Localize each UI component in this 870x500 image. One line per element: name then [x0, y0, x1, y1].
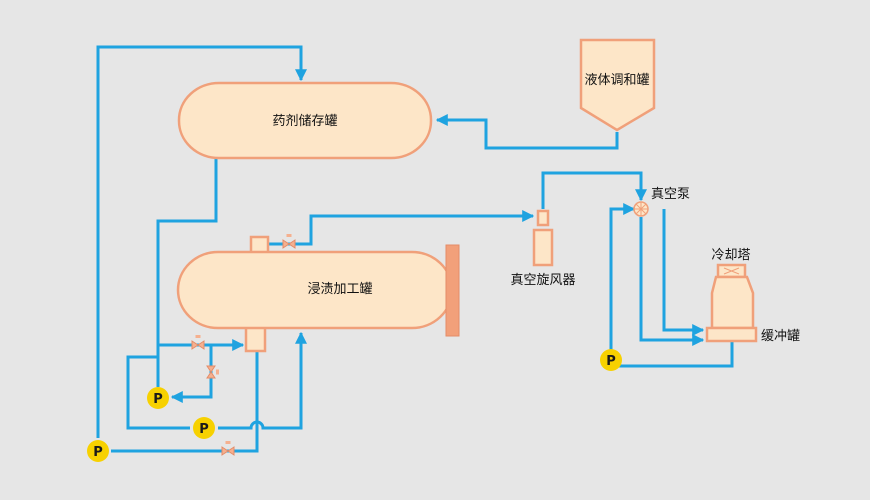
mixing-to-storage-line	[435, 114, 619, 150]
pump-1-icon: P	[147, 387, 169, 409]
buffer-tank-label: 缓冲罐	[761, 329, 800, 344]
pump1-valve-icon	[191, 335, 205, 350]
mixing-tank	[579, 38, 656, 132]
impregnation-tank-flange	[445, 244, 460, 337]
pump-to-buffer-line-b	[662, 209, 705, 336]
vacuum-cyclone-inlet	[536, 209, 550, 227]
storage-outlet-line	[156, 158, 218, 387]
vent-to-cyclone-line	[269, 210, 535, 246]
pump2-loop-line	[126, 355, 190, 430]
cooling-tower-fan-icon	[723, 267, 740, 275]
buffer-tank	[705, 326, 758, 343]
impregnation-tank-label: 浸渍加工罐	[307, 282, 372, 297]
cyclone-to-pump-line	[541, 171, 647, 209]
pump-2-icon: P	[193, 417, 215, 439]
pump-4-label: P	[606, 354, 616, 369]
feed-line-to-storage	[96, 45, 307, 438]
pump1-return-line	[170, 345, 213, 403]
pump-2-label: P	[199, 422, 209, 437]
tank-bottom-outlet-line	[111, 350, 259, 453]
return-valve-icon	[206, 365, 219, 379]
pump-1-label: P	[153, 392, 163, 407]
cooling-tower	[710, 275, 755, 330]
mixing-tank-label: 液体调和罐	[584, 73, 649, 88]
bottom-line-valve-icon	[221, 441, 235, 456]
vacuum-pump-label: 真空泵	[651, 187, 690, 202]
cooling-tower-label: 冷却塔	[711, 248, 750, 263]
pump-to-buffer-line-a	[639, 217, 705, 346]
storage-tank	[177, 81, 433, 160]
vacuum-cyclone	[532, 228, 554, 267]
vacuum-pump-icon	[633, 201, 649, 217]
storage-tank-label: 药剂储存罐	[272, 114, 337, 129]
pump-3-icon: P	[87, 440, 109, 462]
vent-valve-icon	[282, 234, 296, 249]
pump-3-label: P	[93, 445, 103, 460]
pump-4-icon: P	[600, 349, 622, 371]
vacuum-cyclone-label: 真空旋风器	[510, 273, 575, 288]
